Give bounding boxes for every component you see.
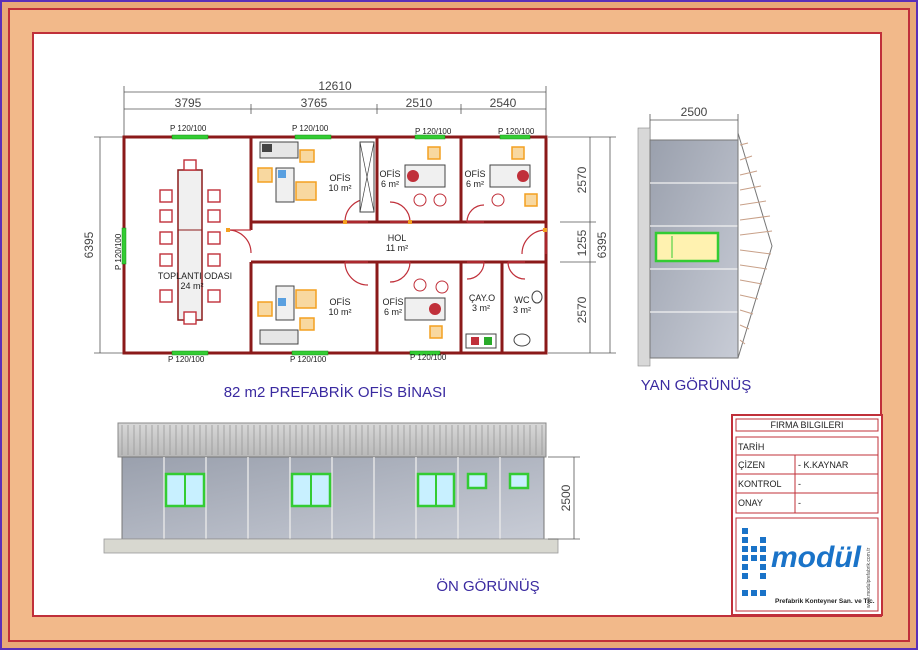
room-office-bottom-area: 10 m² (328, 307, 351, 317)
title-block-header: FIRMA BILGILERI (770, 420, 843, 430)
room-labels: TOPLANTI ODASI 24 m² OFİS 10 m² OFİS 10 … (158, 169, 531, 317)
room-meeting-area: 24 m² (180, 281, 203, 291)
doors (227, 198, 547, 286)
row-label-drawn: ÇİZEN (738, 460, 765, 470)
room-office-small-tr-name: OFİS (464, 169, 485, 179)
room-office-bottom-name: OFİS (329, 297, 350, 307)
room-office-small-tr-area: 6 m² (466, 179, 484, 189)
side-view-roof-profile (737, 132, 773, 359)
side-view-panel-joints (650, 182, 738, 313)
side-view-width-dim: 2500 (681, 105, 708, 119)
room-wc-area: 3 m² (513, 305, 531, 315)
title-block: FIRMA BILGILERI TARİH ÇİZEN - K.KAYNAR K… (731, 414, 883, 616)
row-value-drawn: - K.KAYNAR (798, 460, 849, 470)
dim-left-height: 6395 (82, 231, 96, 258)
small-office-furniture (359, 141, 538, 339)
dim-right-total: 6395 (595, 231, 609, 258)
window-label: P 120/100 (114, 233, 123, 270)
dim-total-width: 12610 (318, 79, 352, 93)
title-block-rows: TARİH ÇİZEN - K.KAYNAR KONTROL - ONAY - (738, 442, 849, 508)
room-office-small-b-area: 6 m² (384, 307, 402, 317)
room-wc-name: WC (515, 295, 530, 305)
company-name: Prefabrik Konteyner San. ve Tic. (775, 598, 875, 605)
company-site: www.modulprefabrik.com.tr (866, 547, 872, 608)
room-office-small-tl-name: OFİS (379, 169, 400, 179)
room-office-top-name: OFİS (329, 173, 350, 183)
windows-plan (121, 134, 531, 356)
room-office-small-b-name: OFİS (382, 297, 403, 307)
room-office-small-tl-area: 6 m² (381, 179, 399, 189)
room-meeting-name: TOPLANTI ODASI (158, 271, 232, 281)
dim-right-h2: 1255 (575, 229, 589, 256)
tea-wc-furniture (465, 290, 543, 349)
dimension-line-left (94, 136, 124, 354)
side-view: 2500 YAN GÖRÜNÜŞ (637, 105, 773, 394)
window-label: P 120/100 (290, 355, 327, 364)
room-tea-name: ÇAY.O (469, 293, 495, 303)
row-label-date: TARİH (738, 442, 764, 452)
row-value-approve: - (798, 498, 801, 508)
window-label: P 120/100 (292, 124, 329, 133)
front-view-base (103, 538, 559, 554)
front-view-roof-ribs (121, 425, 543, 455)
room-tea-area: 3 m² (472, 303, 490, 313)
row-label-check: KONTROL (738, 479, 782, 489)
window-label: P 120/100 (415, 127, 452, 136)
side-view-base (637, 127, 651, 367)
logo-box (735, 517, 879, 612)
office-furniture-bottom (257, 285, 317, 345)
side-view-roof-hatch (739, 142, 773, 345)
window-label: P 120/100 (168, 355, 205, 364)
dim-w4: 2540 (490, 96, 517, 110)
office-furniture-top (257, 141, 317, 203)
dim-right-h1: 2570 (575, 166, 589, 193)
meeting-table (177, 169, 203, 321)
front-view-panel-joints (163, 457, 501, 539)
row-label-approve: ONAY (738, 498, 763, 508)
door-leaves (226, 220, 547, 232)
room-hall-name: HOL (388, 233, 407, 243)
window-label: P 120/100 (170, 124, 207, 133)
dimension-lines-right (548, 136, 616, 354)
side-view-window (654, 231, 720, 263)
dim-right-h3: 2570 (575, 296, 589, 323)
plan-title: 82 m2 PREFABRİK OFİS BİNASI (224, 383, 447, 401)
side-view-title: YAN GÖRÜNÜŞ (641, 376, 752, 394)
dim-w1: 3795 (175, 96, 202, 110)
logo-text: modül (771, 541, 862, 574)
dim-w3: 2510 (406, 96, 433, 110)
floor-plan: 12610 3795 3765 2510 2540 6395 2570 1255… (82, 79, 616, 401)
front-view-dimension (548, 456, 580, 540)
row-value-check: - (798, 479, 801, 489)
meeting-chairs (159, 159, 221, 325)
window-labels: P 120/100 P 120/100 P 120/100 P 120/100 … (114, 124, 535, 364)
dim-w2: 3765 (301, 96, 328, 110)
front-view-windows (164, 472, 530, 508)
front-view: 2500 ÖN GÖRÜNÜŞ (103, 422, 580, 595)
front-view-height-dim: 2500 (559, 484, 573, 511)
logo-mark-icon (742, 528, 766, 596)
dimension-lines-top (123, 86, 547, 138)
room-office-top-area: 10 m² (328, 183, 351, 193)
title-block-grid (735, 436, 879, 514)
front-view-title: ÖN GÖRÜNÜŞ (436, 577, 539, 595)
room-hall-area: 11 m² (386, 243, 408, 253)
window-label: P 120/100 (410, 353, 447, 362)
window-label: P 120/100 (498, 127, 535, 136)
